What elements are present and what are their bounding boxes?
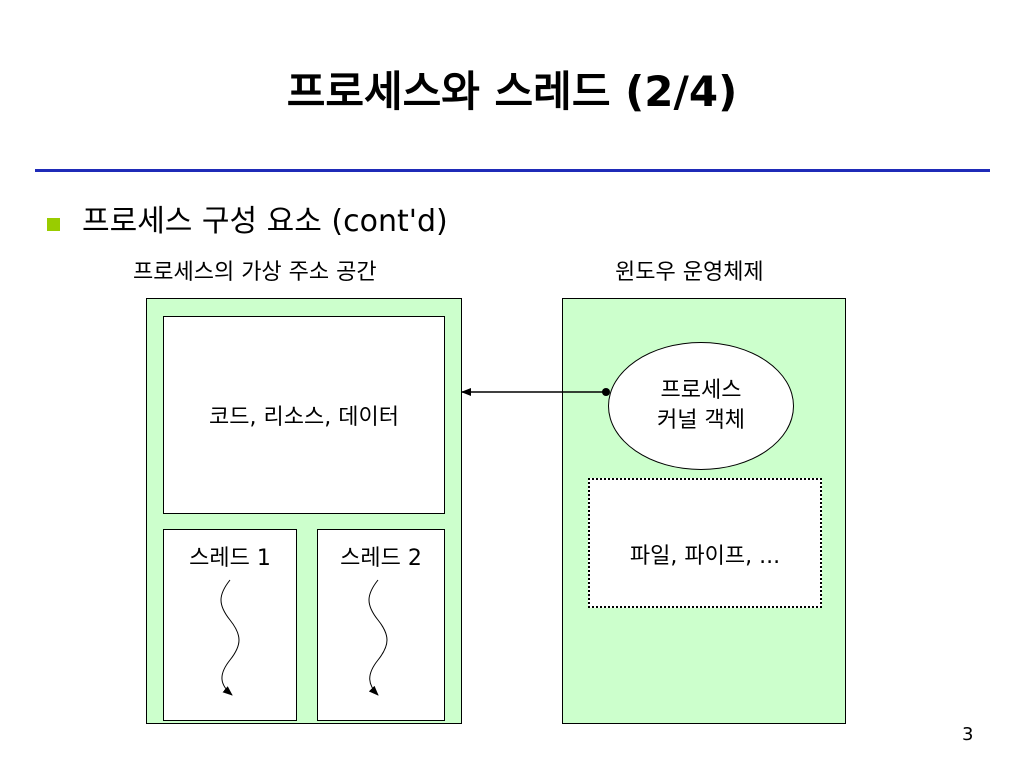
bullet-square-icon: [47, 218, 60, 231]
kernel-object-line2: 커널 객체: [657, 408, 745, 433]
windows-os-caption: 윈도우 운영체제: [615, 260, 764, 285]
files-pipes-box: 파일, 파이프, ...: [588, 478, 822, 608]
title-underline: [35, 169, 990, 172]
thread1-box: 스레드 1: [163, 529, 297, 721]
thread2-label: 스레드 2: [340, 546, 422, 571]
address-space-caption: 프로세스의 가상 주소 공간: [133, 260, 377, 285]
thread1-label: 스레드 1: [189, 546, 271, 571]
code-resource-data-label: 코드, 리소스, 데이터: [209, 405, 399, 430]
thread2-box: 스레드 2: [317, 529, 445, 721]
process-kernel-object: 프로세스 커널 객체: [608, 342, 794, 470]
page-number: 3: [962, 724, 974, 745]
code-resource-data-box: 코드, 리소스, 데이터: [163, 316, 445, 514]
address-space-panel: 코드, 리소스, 데이터 스레드 1 스레드 2: [146, 298, 462, 724]
files-pipes-label: 파일, 파이프, ...: [629, 544, 781, 569]
slide-title: 프로세스와 스레드 (2/4): [286, 67, 738, 116]
kernel-object-line1: 프로세스: [660, 378, 742, 403]
bullet-text: 프로세스 구성 요소 (cont'd): [82, 204, 448, 239]
